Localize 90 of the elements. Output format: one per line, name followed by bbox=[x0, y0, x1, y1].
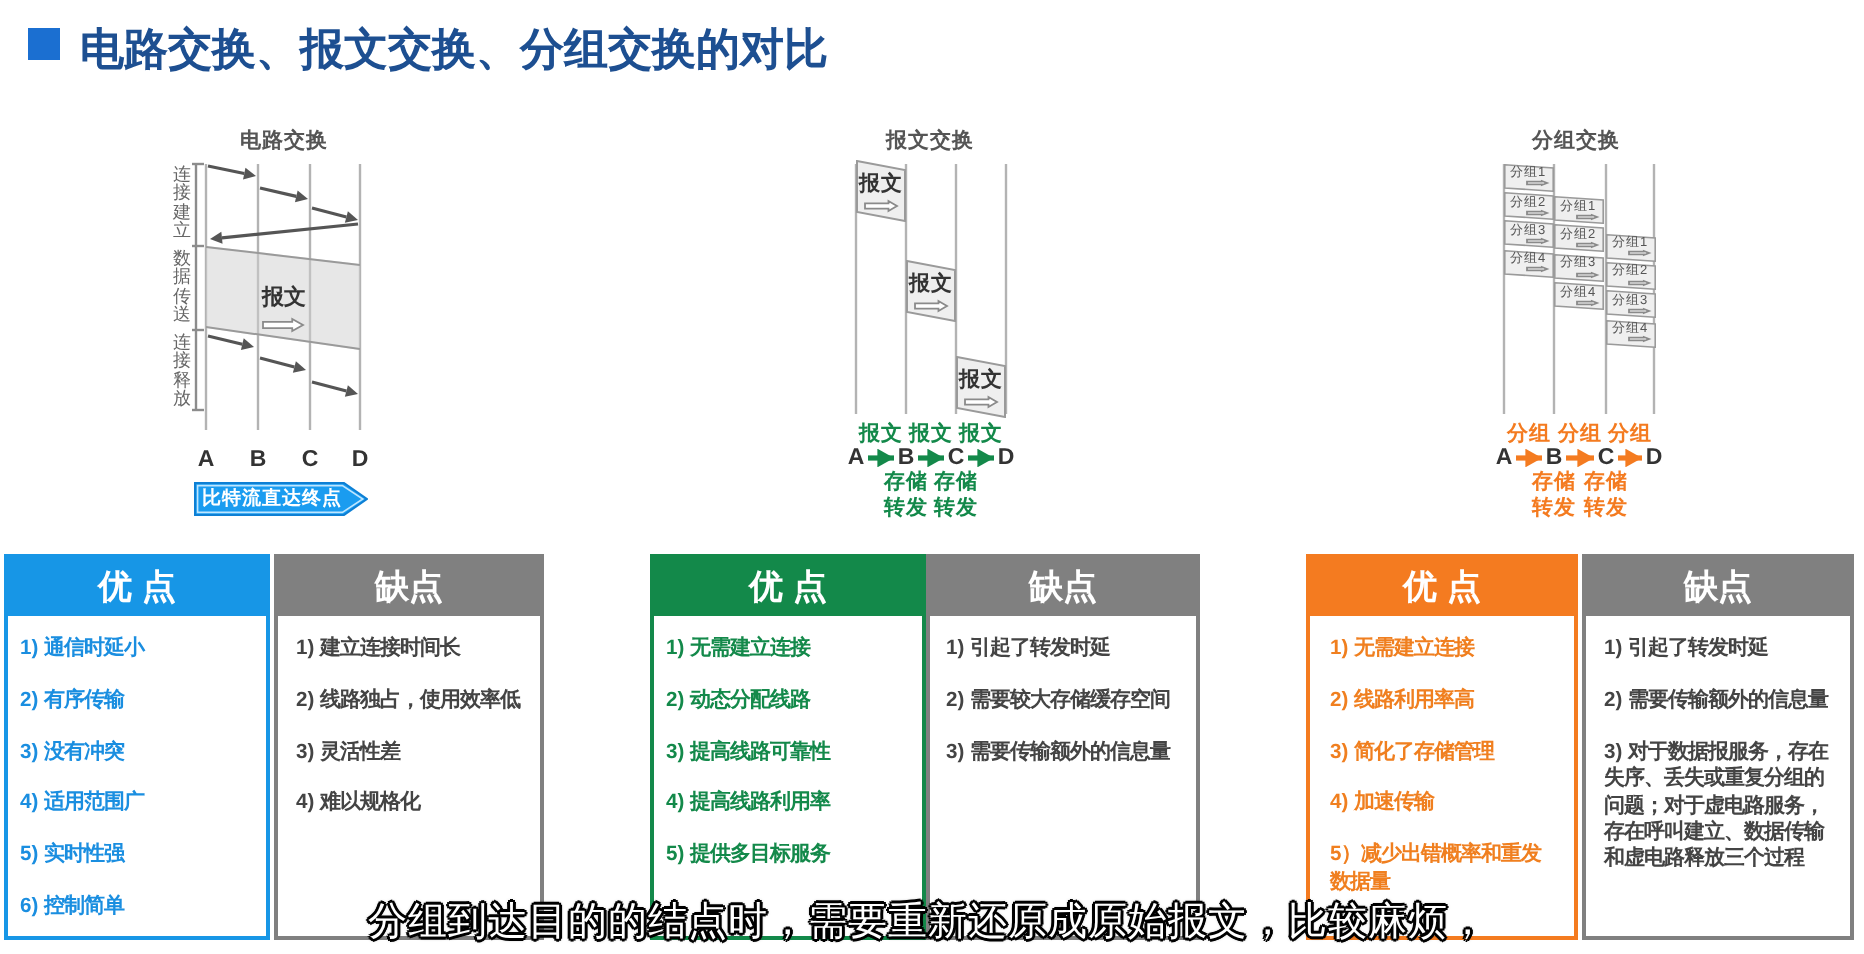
endpoint-letter: D bbox=[1644, 444, 1664, 472]
list-item: 3) 简化了存储管理 bbox=[1330, 739, 1497, 767]
panel-header: 缺点 bbox=[278, 558, 540, 616]
packet-parallelogram bbox=[1554, 196, 1604, 224]
endpoint-letter: C bbox=[1596, 444, 1616, 472]
edge-label: 报文 bbox=[957, 421, 1005, 445]
list-item: 2) 线路利用率高 bbox=[1330, 688, 1477, 715]
endpoint-letter: B bbox=[1544, 444, 1564, 472]
list-item: 1) 引起了转发时延 bbox=[1604, 636, 1771, 664]
edge-label: 报文 bbox=[857, 421, 905, 445]
list-item: 6) 控制简单 bbox=[20, 893, 127, 921]
arrow bbox=[968, 449, 994, 467]
endpoint-letter: C bbox=[946, 444, 966, 472]
line-letter: C bbox=[301, 446, 319, 474]
list-item: 4) 提高线路利用率 bbox=[666, 790, 833, 818]
section-name: 报文交换 bbox=[886, 129, 974, 155]
list-item: 3) 需要传输额外的信息量 bbox=[946, 739, 1173, 767]
arrow bbox=[868, 449, 894, 467]
endpoint-letter: B bbox=[896, 444, 916, 472]
edge-label: 分组 bbox=[1556, 421, 1604, 445]
arrow bbox=[1618, 449, 1642, 467]
packet-parallelogram bbox=[1554, 282, 1604, 311]
message-label: 报文 bbox=[859, 172, 903, 196]
list-item: 3) 没有冲突 bbox=[20, 739, 127, 767]
list-item: 2) 动态分配线路 bbox=[666, 688, 813, 715]
section-name: 分组交换 bbox=[1532, 129, 1620, 155]
list-item: 1) 无需建立连接 bbox=[1330, 636, 1477, 664]
node-note: 存储转发 bbox=[1581, 470, 1630, 522]
edge-label: 报文 bbox=[907, 421, 955, 445]
arrow bbox=[1516, 449, 1542, 467]
list-item: 5) 实时性强 bbox=[20, 842, 127, 870]
phase-label: 数据传送 bbox=[173, 250, 192, 326]
message-label: 报文 bbox=[909, 272, 953, 296]
page-title: 电路交换、报文交换、分组交换的对比 bbox=[80, 24, 828, 76]
edge-label: 分组 bbox=[1505, 421, 1553, 445]
message-parallelogram bbox=[906, 260, 956, 322]
list-item: 1) 无需建立连接 bbox=[666, 636, 813, 664]
packet-parallelogram bbox=[1504, 249, 1554, 278]
list-item: 1) 通信时延小 bbox=[20, 636, 148, 664]
arrow bbox=[1566, 449, 1594, 467]
panel-header: 优 点 bbox=[1310, 558, 1574, 616]
list-item: 3) 灵活性差 bbox=[296, 739, 403, 767]
section-name: 电路交换 bbox=[240, 129, 328, 155]
phase-label: 连接释放 bbox=[173, 334, 192, 410]
line-letter: B bbox=[249, 446, 267, 474]
arrow bbox=[918, 449, 944, 467]
packet-parallelogram bbox=[1606, 290, 1656, 319]
line-letter: D bbox=[351, 446, 369, 474]
packet-parallelogram bbox=[1504, 163, 1554, 192]
list-item: 2) 线路独占，使用效率低 bbox=[296, 688, 523, 715]
packet-parallelogram bbox=[1554, 253, 1604, 282]
endpoint-letter: D bbox=[996, 444, 1016, 472]
list-panel bbox=[1582, 554, 1854, 940]
list-item: 3) 提高线路可靠性 bbox=[666, 739, 833, 767]
list-item: 4) 加速传输 bbox=[1330, 790, 1437, 818]
list-item: 2) 需要较大存储缓存空间 bbox=[946, 688, 1173, 715]
node-note: 存储转发 bbox=[881, 470, 930, 522]
list-item: 1) 建立连接时间长 bbox=[296, 636, 463, 664]
list-item: 2) 有序传输 bbox=[20, 688, 127, 715]
message-label: 报文 bbox=[959, 368, 1003, 392]
packet-parallelogram bbox=[1606, 233, 1656, 261]
arrow-banner bbox=[194, 482, 368, 516]
packet-parallelogram bbox=[1504, 192, 1554, 220]
endpoint-letter: A bbox=[846, 444, 866, 472]
message-parallelogram bbox=[856, 160, 906, 222]
packet-parallelogram bbox=[1606, 261, 1656, 290]
node-note: 存储转发 bbox=[1529, 470, 1578, 522]
message-parallelogram bbox=[956, 356, 1006, 418]
list-panel bbox=[4, 554, 270, 940]
packet-parallelogram bbox=[1504, 220, 1554, 249]
list-item: 5）减少出错概率和重发数据量 bbox=[1330, 842, 1544, 896]
node-note: 存储转发 bbox=[931, 470, 980, 522]
panel-header: 优 点 bbox=[654, 558, 922, 616]
list-item: 2) 需要传输额外的信息量 bbox=[1604, 688, 1831, 715]
panel-header: 缺点 bbox=[930, 558, 1196, 616]
band-label: 报文 bbox=[262, 286, 306, 312]
edge-label: 分组 bbox=[1606, 421, 1654, 445]
list-item: 4) 难以规格化 bbox=[296, 790, 423, 818]
phase-label: 连接建立 bbox=[173, 166, 192, 242]
banner-label: 比特流直达终点 bbox=[202, 488, 342, 510]
panel-header: 缺点 bbox=[1586, 558, 1850, 616]
list-item: 4) 适用范围广 bbox=[20, 790, 147, 818]
panel-header: 优 点 bbox=[8, 558, 266, 616]
packet-parallelogram bbox=[1606, 319, 1656, 348]
list-item: 5) 提供多目标服务 bbox=[666, 842, 833, 870]
list-item: 1) 引起了转发时延 bbox=[946, 636, 1113, 664]
list-item: 3) 对于数据报服务，存在失序、丢失或重复分组的问题；对于虚电路服务，存在呼叫建立、数据传输和虚电路释放三个过程 bbox=[1604, 739, 1831, 874]
line-letter: A bbox=[197, 446, 215, 474]
packet-parallelogram bbox=[1554, 224, 1604, 253]
endpoint-letter: A bbox=[1494, 444, 1514, 472]
